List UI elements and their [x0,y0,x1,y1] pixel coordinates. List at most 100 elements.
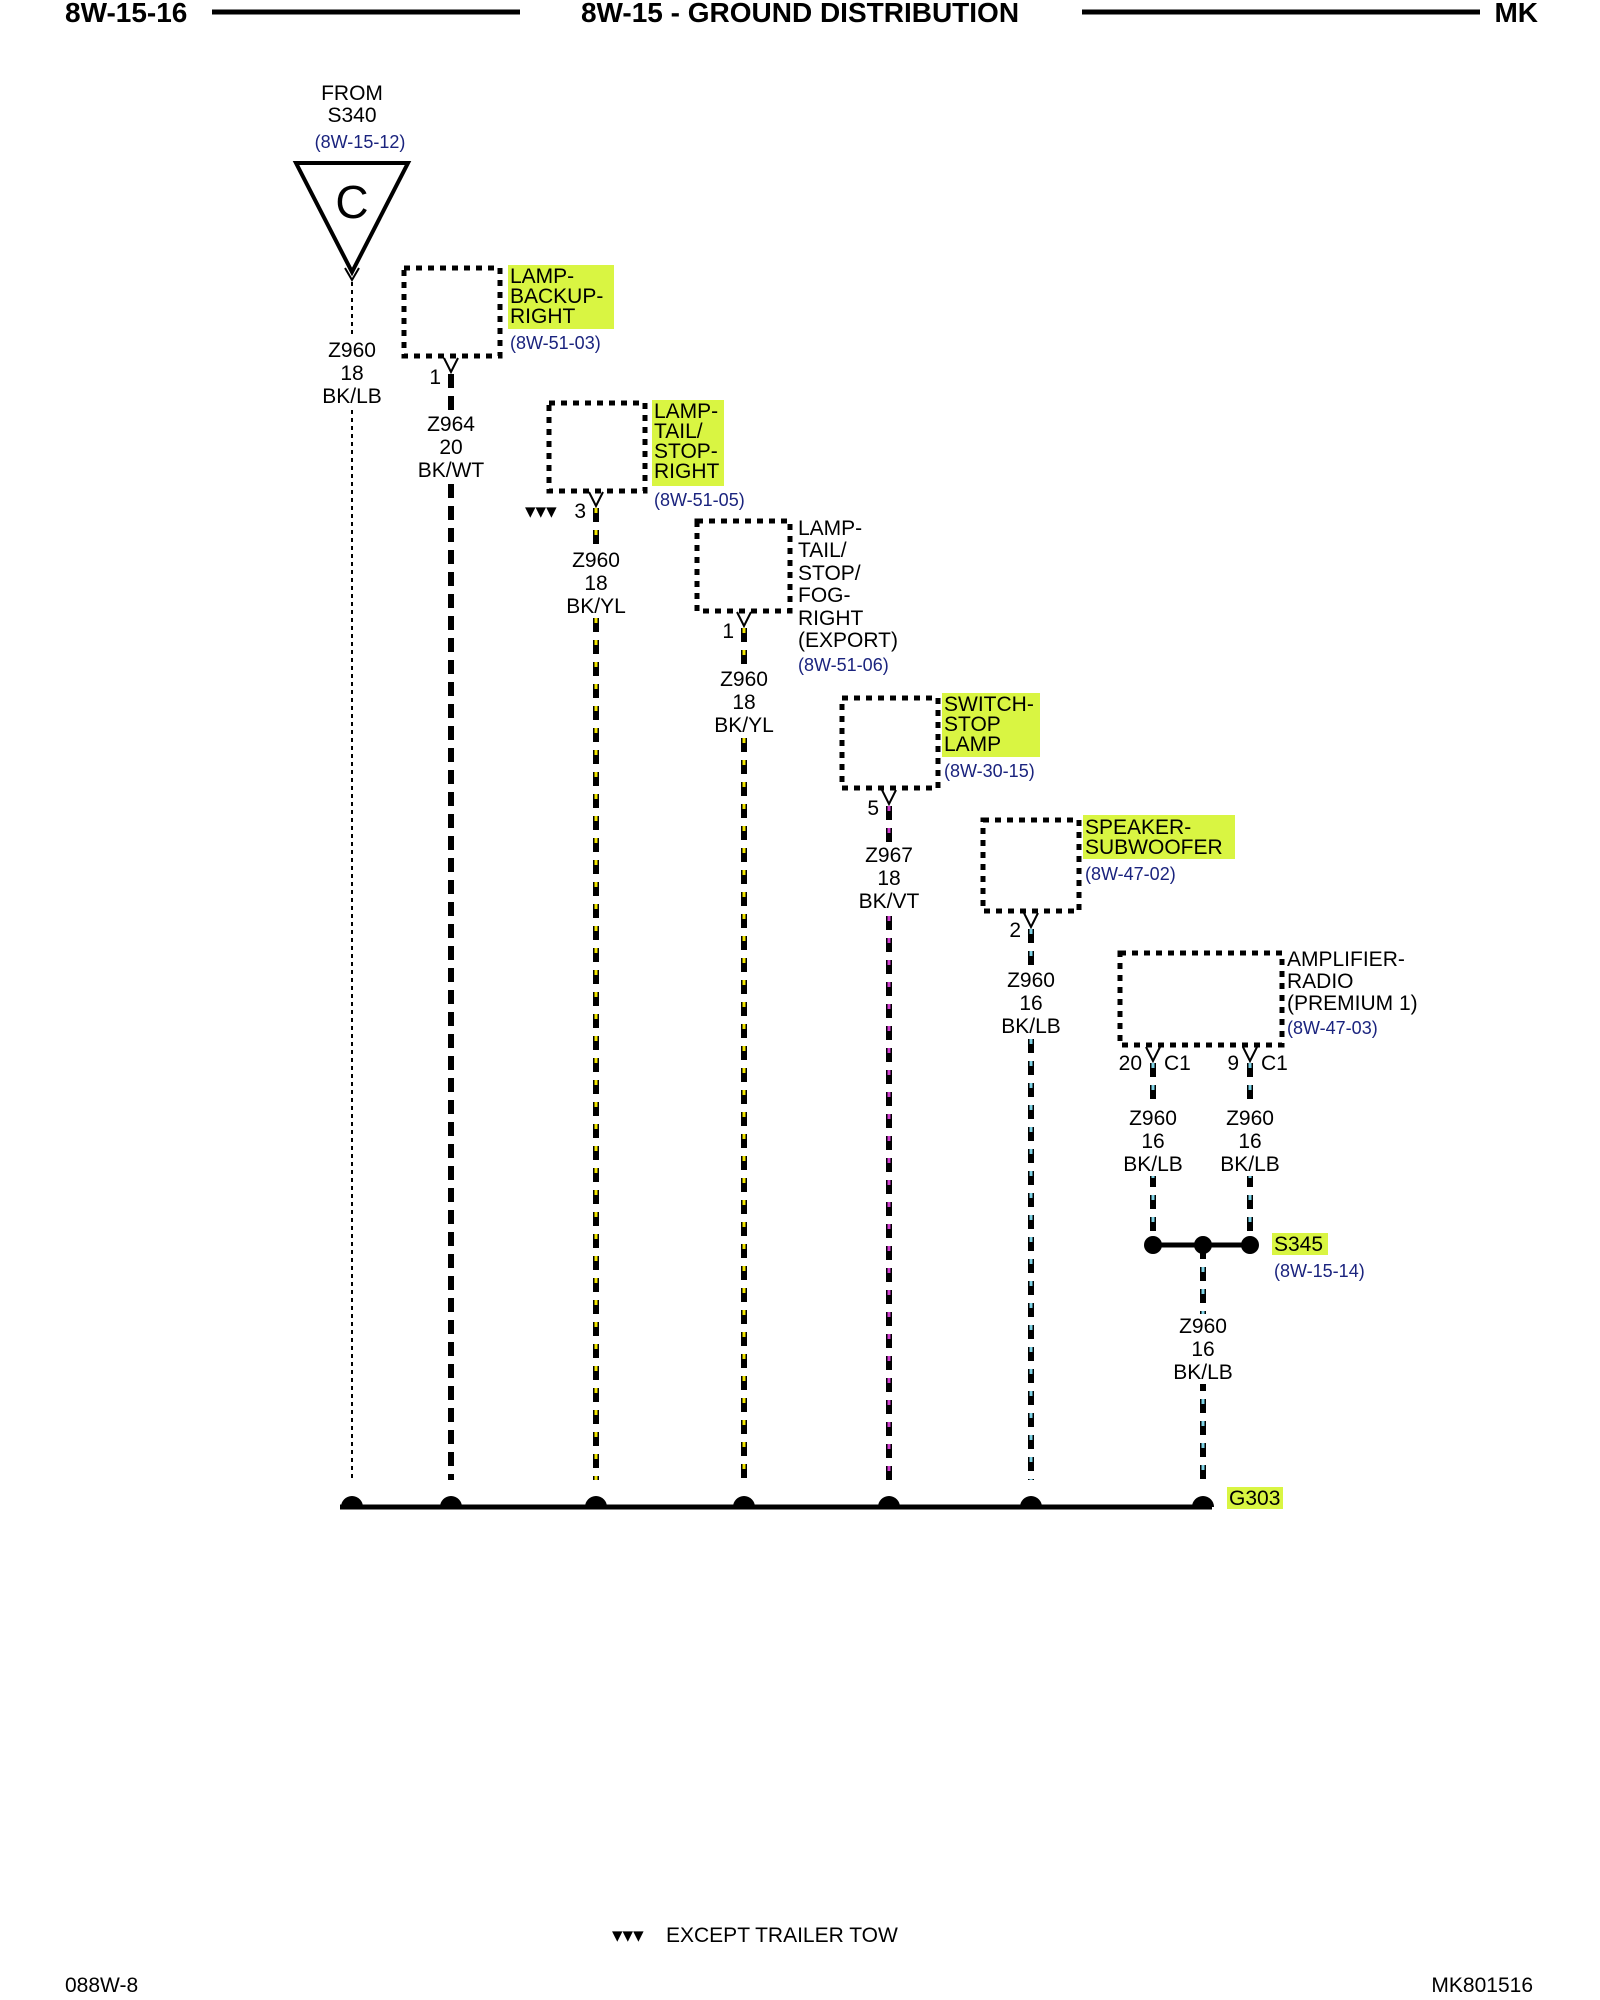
label-line: AMPLIFIER- [1287,948,1405,971]
label-highlight [652,400,724,486]
label-line: LAMP- [798,517,862,540]
splice-name: S345 [1274,1233,1323,1256]
wire-label-3: Z960 18 BK/YL [711,667,777,737]
label-highlight [1083,815,1235,859]
wire-label-bg [711,667,777,737]
wire-label-bg [416,412,486,482]
pin-amplifier-9: 9 C1 [1227,1046,1288,1075]
ground-terminal-icon [341,1496,363,1507]
pin-icon [1145,1046,1161,1064]
trailer-tow-marker-icon: ▾▾▾ [525,500,557,523]
pin-backup: 1 [429,357,459,389]
page-id: 8W-15-16 [65,0,187,28]
source-ref: (8W-15-12) [315,132,406,152]
component-box-fog [694,518,793,614]
source-connector: FROM S340 (8W-15-12) C [292,82,412,282]
label-line: LAMP [944,733,1001,756]
wire-circuit: Z964 [427,413,475,436]
pin-icon [1023,912,1039,930]
pin-number: 1 [722,620,734,643]
page-title: 8W-15 - GROUND DISTRIBUTION [581,0,1019,28]
label-line: RIGHT [798,607,864,630]
trailer-tow-marker-icon: ▾▾▾ [612,1924,644,1947]
source-from-label: FROM [321,82,383,105]
component-label-switch: SWITCH- STOP LAMP (8W-30-15) [942,693,1040,781]
wire-gauge: 18 [340,362,363,385]
wire-gauge: 20 [439,436,462,459]
pin-number: 2 [1009,919,1021,942]
pin-icon [588,491,604,509]
splice-ref: (8W-15-14) [1274,1261,1365,1281]
label-line: BACKUP- [510,285,603,308]
wire-label-bg [563,548,629,618]
wire-circuit: Z960 [720,668,768,691]
pin-number: 3 [574,500,586,523]
wire-label-4: Z967 18 BK/VT [856,843,922,913]
wire-circuit: Z960 [328,339,376,362]
label-line: STOP/ [798,562,861,585]
pin-fog: 1 [722,611,752,643]
wire-color: BK/LB [1173,1361,1233,1384]
wire-circuit: Z967 [865,844,913,867]
wire-label-bg [1217,1106,1283,1176]
footer-left-code: 088W-8 [65,1974,138,1997]
label-line: RIGHT [510,305,576,328]
label-line: SUBWOOFER [1085,836,1223,859]
component-label-backup: LAMP- BACKUP- RIGHT (8W-51-03) [508,265,614,353]
component-ref: (8W-51-03) [510,333,601,353]
splice-dot [1194,1236,1212,1254]
wire-circuit: Z960 [1129,1107,1177,1130]
wire-color: BK/WT [418,459,485,482]
wire-label-bg [322,338,382,408]
wire-label-7: Z960 16 BK/LB [1217,1106,1283,1176]
pin-amplifier-20: 20 C1 [1119,1046,1191,1075]
wire-color: BK/LB [1220,1153,1280,1176]
wire-label-5: Z960 16 BK/LB [998,968,1064,1038]
wire-gauge: 16 [1191,1338,1214,1361]
ground-terminal-icon [440,1496,462,1507]
splice-s345: S345 (8W-15-14) [1144,1233,1365,1281]
ground-terminal-icon [1192,1496,1214,1507]
label-line: SWITCH- [944,693,1034,716]
component-ref: (8W-51-06) [798,655,889,675]
legend: ▾▾▾ EXCEPT TRAILER TOW [612,1924,898,1947]
component-box-backup [401,265,503,359]
component-box-switch [839,695,941,791]
pin-switch: 5 [867,789,897,820]
source-splice-label: S340 [327,104,376,127]
ground-name: G303 [1229,1487,1280,1510]
label-line: STOP- [654,440,718,463]
legend-text: EXCEPT TRAILER TOW [666,1924,898,1947]
label-line: RIGHT [654,460,720,483]
wire-color: BK/VT [859,890,920,913]
wire-color: BK/LB [1001,1015,1061,1038]
pin-icon [736,611,752,629]
footer-right-code: MK801516 [1431,1974,1533,1997]
wire-label-bg [1120,1106,1186,1176]
component-label-amplifier: AMPLIFIER- RADIO (PREMIUM 1) (8W-47-03) [1287,948,1418,1038]
label-line: (EXPORT) [798,629,898,652]
component-box-amplifier [1117,950,1285,1048]
label-highlight [508,265,614,329]
pin-icon [443,357,459,375]
wire-label-2: Z960 18 BK/YL [563,548,629,618]
wire-color: BK/LB [1123,1153,1183,1176]
component-box-tail [546,400,648,494]
component-label-fog: LAMP- TAIL/ STOP/ FOG- RIGHT (EXPORT) (8… [798,517,898,675]
wire-label-bg [1170,1314,1236,1384]
pin-number: 9 [1227,1052,1239,1075]
splice-dot [1144,1236,1162,1254]
ground-terminal-icon [1020,1496,1042,1507]
wire-label-8: Z960 16 BK/LB [1170,1314,1236,1384]
component-label-tail: LAMP- TAIL/ STOP- RIGHT (8W-51-05) [652,400,745,510]
wire-circuit: Z960 [1007,969,1055,992]
pin-number: 5 [867,797,879,820]
label-line: TAIL/ [654,420,703,443]
wire-gauge: 18 [877,867,900,890]
wire-color: BK/YL [566,595,626,618]
ground-terminals [341,1496,1214,1507]
splice-dot [1241,1236,1259,1254]
page-header: 8W-15-16 8W-15 - GROUND DISTRIBUTION MK [65,0,1538,28]
component-ref: (8W-51-05) [654,490,745,510]
